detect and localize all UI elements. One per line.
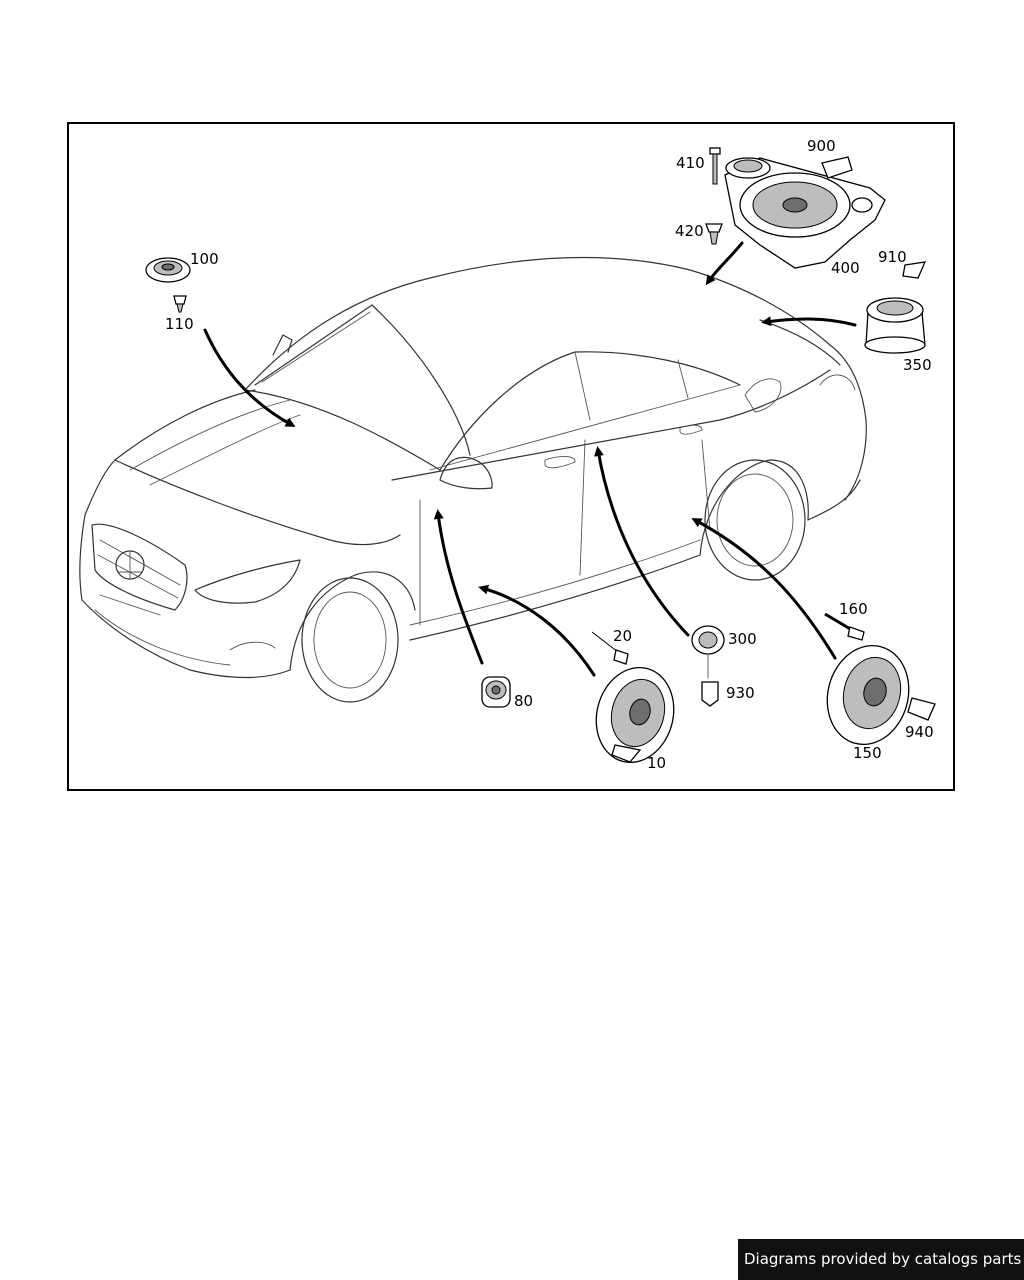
callout-labels: 100 110 410 900 420 400 910 350 160 20 3…	[165, 137, 934, 772]
arrow-350	[761, 316, 857, 327]
callout-150: 150	[853, 744, 882, 762]
part-900-label	[821, 156, 853, 179]
callout-410: 410	[676, 154, 705, 172]
callout-300: 300	[728, 630, 757, 648]
part-10-woofer	[595, 666, 675, 764]
part-100-tweeter	[145, 257, 191, 283]
callout-910: 910	[878, 248, 907, 266]
callout-420: 420	[675, 222, 704, 240]
part-940-label	[907, 697, 936, 721]
part-80-speaker	[481, 676, 511, 708]
part-110-clip	[173, 295, 187, 313]
callout-930: 930	[726, 684, 755, 702]
arrow-300	[594, 446, 690, 637]
callout-10: 10	[647, 754, 666, 772]
callout-110: 110	[165, 315, 194, 333]
callout-900: 900	[807, 137, 836, 155]
car-outline	[79, 256, 867, 703]
footer-credit-badge: Diagrams provided by catalogs parts	[738, 1239, 1024, 1280]
callout-20: 20	[613, 627, 632, 645]
callout-80: 80	[514, 692, 533, 710]
part-150-woofer	[826, 644, 910, 746]
callout-100: 100	[190, 250, 219, 268]
part-20-bolt	[591, 631, 629, 665]
callout-940: 940	[905, 723, 934, 741]
part-160-bolt	[824, 612, 865, 641]
arrows	[203, 241, 857, 677]
part-420-clip	[705, 223, 723, 245]
part-930-label	[701, 681, 719, 707]
callout-400: 400	[831, 259, 860, 277]
arrow-80	[433, 509, 484, 665]
part-410-bolt	[709, 147, 721, 185]
arrow-100	[203, 328, 296, 427]
part-350-speaker	[864, 297, 926, 354]
arrow-10	[478, 584, 596, 677]
part-400-subwoofer-enclosure	[724, 157, 886, 269]
arrow-400	[705, 241, 744, 286]
arrow-150	[691, 518, 837, 660]
part-910-label	[902, 261, 927, 279]
callout-350: 350	[903, 356, 932, 374]
part-300-tweeter	[691, 625, 725, 679]
callout-160: 160	[839, 600, 868, 618]
